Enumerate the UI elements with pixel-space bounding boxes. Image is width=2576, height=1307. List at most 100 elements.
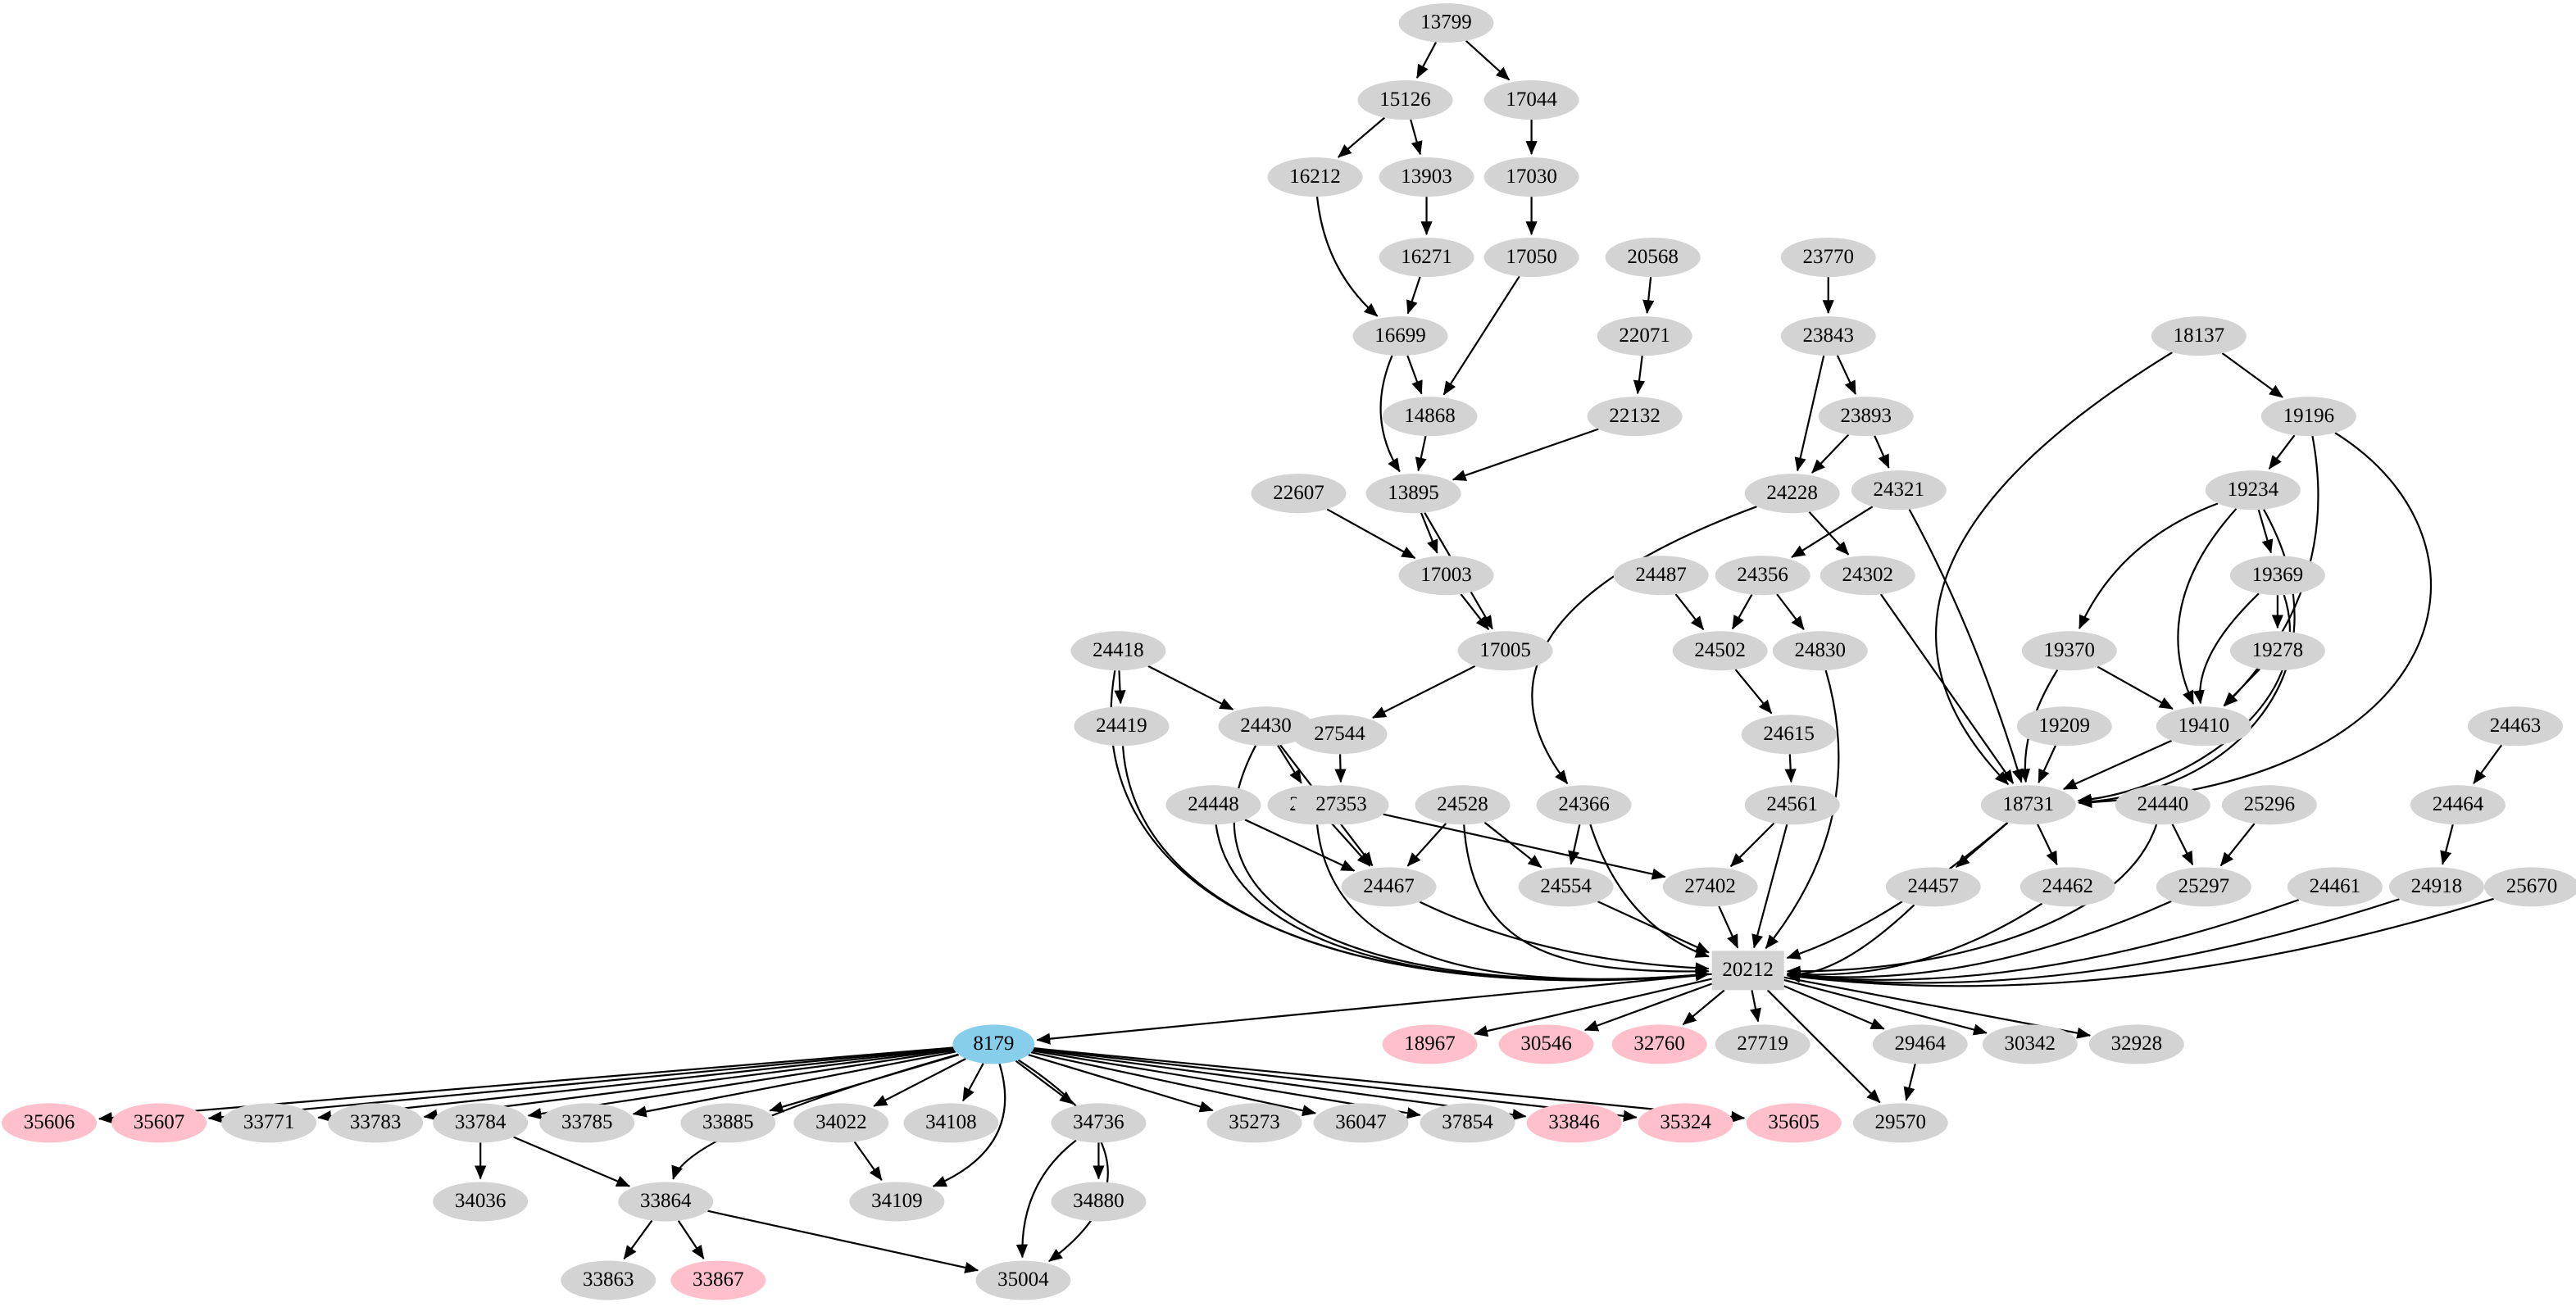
node-shape-17005 (1457, 631, 1553, 671)
node-32928: 32928 (2088, 1024, 2184, 1064)
node-24430: 24430 (1218, 706, 1314, 747)
node-label-16699: 16699 (1374, 324, 1425, 347)
node-19196: 19196 (2260, 397, 2356, 437)
node-30546: 30546 (1498, 1024, 1594, 1064)
node-label-33863: 33863 (583, 1268, 634, 1291)
node-shape-24467 (1341, 867, 1437, 907)
node-37854: 37854 (1420, 1103, 1515, 1143)
node-label-35607: 35607 (134, 1111, 185, 1133)
edge-16699-13895 (1379, 355, 1401, 473)
node-label-24419: 24419 (1096, 715, 1147, 737)
node-shape-34880 (1051, 1182, 1147, 1222)
node-shape-32760 (1611, 1024, 1707, 1064)
node-label-16212: 16212 (1289, 166, 1340, 188)
node-24464: 24464 (2410, 785, 2506, 825)
edge-8179-34022 (873, 1058, 966, 1107)
node-label-19196: 19196 (2283, 405, 2335, 427)
edge-24615-24561 (1784, 754, 1797, 783)
edge-24918-20212 (1786, 898, 2400, 984)
node-36047: 36047 (1313, 1103, 1409, 1143)
node-shape-35273 (1206, 1103, 1302, 1143)
edge-8179-33846 (1033, 1048, 1527, 1121)
edge-8179-35004 (1017, 1059, 1109, 1263)
node-35004: 35004 (975, 1260, 1071, 1300)
edge-27353-27402 (1383, 813, 1666, 880)
edge-33784-33864 (513, 1136, 630, 1187)
node-label-34036: 34036 (455, 1190, 507, 1212)
node-24440: 24440 (2115, 785, 2210, 825)
edge-24467-20212 (1419, 901, 1710, 974)
edge-33864-35004 (707, 1209, 979, 1273)
node-shape-19278 (2229, 631, 2325, 671)
edge-19196-18731 (2078, 432, 2432, 809)
node-label-20212: 20212 (1722, 959, 1774, 981)
node-label-17050: 17050 (1506, 246, 1556, 268)
node-17050: 17050 (1483, 238, 1579, 278)
edge-24464-24918 (2440, 824, 2454, 865)
node-shape-27402 (1662, 867, 1758, 907)
edge-8179-34109 (932, 1063, 1006, 1187)
node-shape-14868 (1382, 397, 1478, 437)
node-shape-19196 (2260, 397, 2356, 437)
node-shape-22071 (1597, 316, 1692, 356)
edge-19369-18731 (2077, 594, 2291, 806)
node-shape-25670 (2483, 867, 2576, 907)
node-label-19278: 19278 (2252, 639, 2304, 661)
node-label-23893: 23893 (1840, 405, 1892, 427)
edge-34022-34109 (853, 1141, 883, 1181)
edge-24561-20212 (1751, 824, 1788, 949)
node-label-13903: 13903 (1401, 166, 1452, 188)
node-label-24356: 24356 (1737, 564, 1788, 586)
edge-24430-20212 (1233, 745, 1710, 982)
node-shape-34109 (849, 1182, 945, 1222)
node-label-30342: 30342 (2005, 1032, 2056, 1055)
node-label-29570: 29570 (1874, 1111, 1926, 1133)
edge-24366-20212 (1589, 824, 1710, 958)
edge-20212-32760 (1682, 989, 1725, 1026)
node-35273: 35273 (1206, 1103, 1302, 1143)
edge-24463-24464 (2473, 744, 2503, 784)
node-label-27402: 27402 (1684, 875, 1736, 897)
node-34036: 34036 (433, 1182, 529, 1222)
edge-24356-24830 (1776, 593, 1805, 630)
node-shape-24463 (2467, 706, 2563, 747)
node-shape-35004 (975, 1260, 1071, 1300)
node-label-34108: 34108 (925, 1111, 976, 1133)
edge-20212-29464 (1783, 985, 1885, 1030)
node-label-24448: 24448 (1188, 793, 1238, 815)
edge-19234-19370 (2078, 502, 2219, 629)
node-label-22071: 22071 (1619, 324, 1670, 347)
node-shape-16271 (1379, 238, 1474, 278)
node-shape-24554 (1518, 867, 1614, 907)
node-shape-20568 (1605, 238, 1701, 278)
node-shape-17044 (1483, 80, 1579, 120)
node-24554: 24554 (1518, 867, 1614, 907)
node-label-23770: 23770 (1802, 246, 1854, 268)
edge-24502-24615 (1734, 669, 1773, 715)
edge-24418-24419 (1114, 670, 1126, 705)
node-33863: 33863 (561, 1260, 656, 1300)
node-shape-33864 (618, 1182, 714, 1222)
node-33771: 33771 (221, 1103, 317, 1143)
node-23770: 23770 (1780, 238, 1876, 278)
node-label-24830: 24830 (1794, 639, 1846, 661)
edge-16271-16699 (1406, 276, 1421, 315)
node-22607: 22607 (1251, 474, 1347, 514)
node-shape-29464 (1872, 1024, 1968, 1064)
node-label-29464: 29464 (1894, 1032, 1946, 1055)
node-shape-16212 (1267, 157, 1363, 197)
edge-23843-23893 (1836, 355, 1856, 395)
edge-18731-24462 (2037, 824, 2058, 866)
edge-24356-24502 (1731, 594, 1753, 630)
node-label-24366: 24366 (1558, 793, 1610, 815)
node-shape-24430 (1218, 706, 1314, 747)
node-24467: 24467 (1341, 867, 1437, 907)
node-24228: 24228 (1744, 474, 1840, 514)
edge-19196-19234 (2268, 434, 2296, 470)
node-shape-13903 (1379, 157, 1474, 197)
node-shape-36047 (1313, 1103, 1409, 1143)
node-label-25297: 25297 (2178, 875, 2230, 897)
edge-23843-24228 (1794, 355, 1825, 472)
node-22132: 22132 (1587, 397, 1683, 437)
edge-13799-17044 (1465, 40, 1511, 81)
